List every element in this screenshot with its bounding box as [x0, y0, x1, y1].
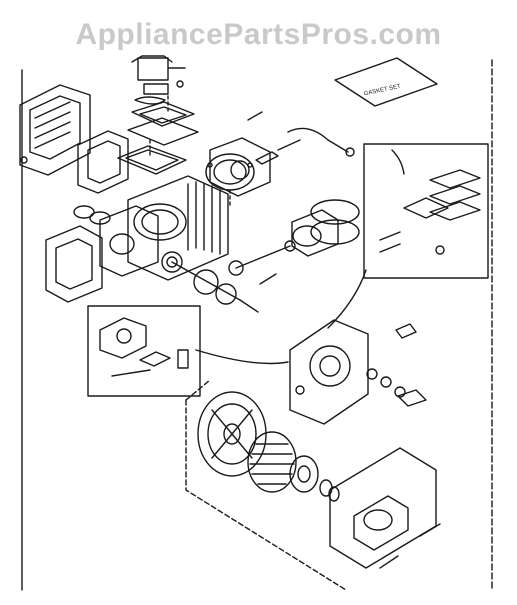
gasket-set-label: GASKET SET [363, 84, 401, 98]
assembly-boundary-2 [185, 379, 211, 401]
carburetor [131, 55, 186, 105]
connecting-rod [228, 240, 296, 276]
intake-plate [127, 101, 199, 146]
gasket-set-packet [334, 57, 438, 107]
assembly-boundary [185, 399, 347, 591]
starter-screen [247, 431, 297, 493]
small-parts [366, 323, 427, 407]
crankcase [289, 319, 369, 425]
inset-box-left [87, 305, 201, 397]
starter-pulley [289, 455, 340, 502]
cylinder-head [209, 137, 271, 197]
piston [291, 209, 339, 257]
filter-element [77, 130, 129, 194]
inset-box-right [363, 143, 489, 279]
reed-valve [117, 145, 187, 175]
cylinder-shroud [45, 225, 103, 303]
leader-curve [195, 349, 289, 365]
starter-housing [329, 447, 437, 569]
piston-rings [310, 199, 360, 245]
air-filter-cover [19, 84, 91, 176]
seal-rings [73, 205, 111, 225]
leader-curve-2 [327, 269, 367, 329]
muffler [99, 205, 159, 277]
spark-plug [255, 139, 301, 165]
crankshaft [171, 261, 259, 313]
head-gasket [205, 153, 255, 191]
bearing [161, 251, 183, 273]
flywheel [197, 391, 267, 477]
screws [247, 111, 441, 569]
cylinder [127, 175, 229, 281]
watermark: AppliancePartsPros.com [75, 18, 442, 51]
throttle-linkage [287, 127, 355, 157]
